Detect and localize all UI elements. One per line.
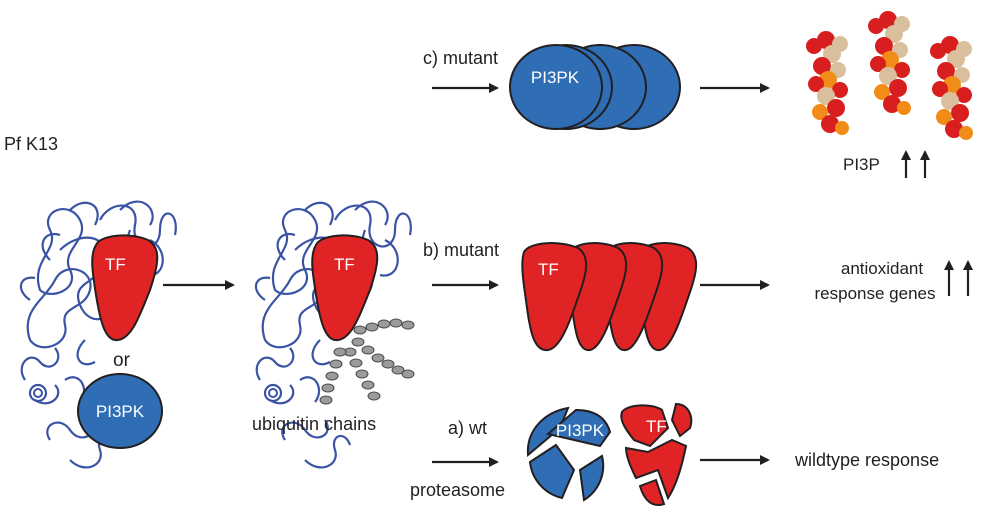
- branch-c-label: c) mutant: [423, 48, 498, 68]
- ubiquitin-chains-label: ubiquitin chains: [252, 414, 376, 434]
- pi3p-up-arrows: [901, 150, 930, 178]
- antioxidant-label-line1: antioxidant: [841, 259, 924, 278]
- pi3pk-left-shape: [77, 373, 163, 449]
- pi3pk-left-label: PI3PK: [96, 402, 145, 421]
- antioxidant-label-line2: response genes: [815, 284, 936, 303]
- ubiquitin-chain-1: [353, 318, 415, 335]
- pi3p-lipid-models: [806, 11, 973, 140]
- pi3pk-a-label: PI3PK: [556, 421, 605, 440]
- antioxidant-up-arrows: [944, 260, 973, 296]
- pi3p-label: PI3P: [843, 155, 880, 174]
- wildtype-response-label: wildtype response: [794, 450, 939, 470]
- tf-b-label: TF: [538, 260, 559, 279]
- or-label: or: [113, 350, 131, 371]
- branch-b-label: b) mutant: [423, 240, 499, 260]
- tf-left-shape: [91, 234, 159, 342]
- tf-middle-label: TF: [334, 255, 355, 274]
- pi3pk-c-label: PI3PK: [531, 68, 580, 87]
- tf-left-label: TF: [105, 255, 126, 274]
- pi3pk-mutant-stack: [509, 44, 681, 130]
- tf-mutant-stack: [521, 242, 698, 352]
- pi3pk-degraded-fragments: [526, 406, 612, 502]
- proteasome-label: proteasome: [410, 480, 505, 500]
- tf-degraded-fragments: [620, 402, 693, 506]
- tf-middle-shape: [311, 234, 379, 342]
- tf-a-label: TF: [646, 417, 667, 436]
- ubiquitin-chain-4: [319, 347, 347, 405]
- pfk13-label: Pf K13: [4, 134, 58, 154]
- branch-a-label: a) wt: [448, 418, 487, 438]
